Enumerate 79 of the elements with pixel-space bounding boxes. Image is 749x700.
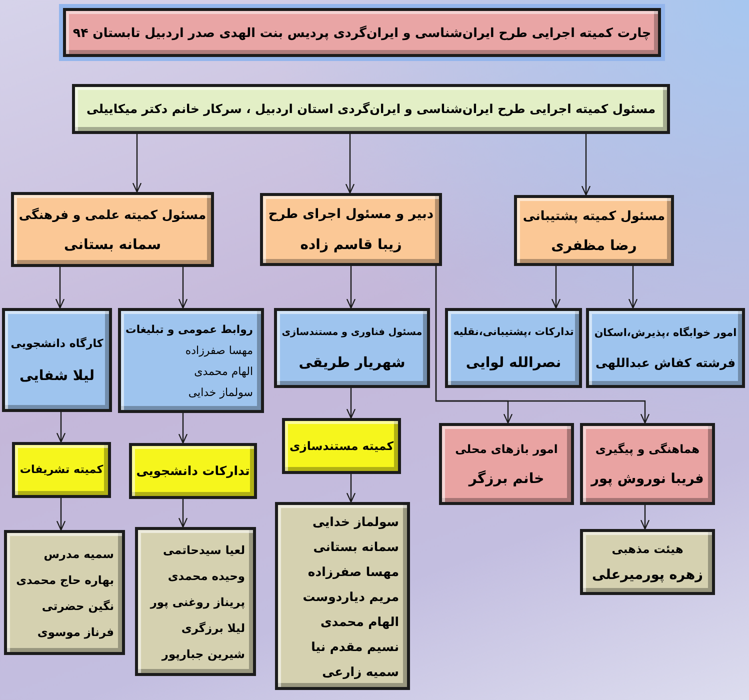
member-name: نگین حضرتی [42, 598, 114, 615]
arrow [435, 266, 650, 424]
title-banner: چارت کمیته اجرایی طرح ایران‌شناسی و ایران‌گردی پردیس بنت الهدی صدر اردبیل تابستان ۹۴ [59, 4, 665, 61]
arrow [178, 413, 188, 444]
org-box [260, 193, 442, 266]
arrow [640, 505, 650, 530]
person-name: فرشته کفاش عبداللهی [595, 355, 736, 372]
role-title: مسئول کمیته علمی و فرهنگی [18, 206, 206, 224]
member-name: الهام محمدی [320, 612, 399, 631]
person-name: شهریار طریقی [298, 354, 406, 373]
member-name: پریناز روغنی پور [150, 594, 245, 611]
org-box [135, 527, 256, 676]
arrow [581, 134, 591, 196]
role-title: هیئت مذهبی [612, 541, 684, 558]
person-name: زیبا قاسم زاده [300, 236, 402, 254]
arrow [56, 498, 66, 531]
person-name: رضا مظفری [551, 236, 637, 256]
arrow [345, 134, 355, 194]
role-title: دبیر و مسئول اجرای طرح [268, 206, 434, 224]
org-box [129, 443, 257, 499]
org-box [12, 442, 111, 498]
arrow [628, 266, 638, 309]
org-box [118, 308, 264, 413]
org-box [2, 308, 112, 412]
member-name: سمانه بستانی [313, 538, 399, 556]
role-title: کارگاه دانشجویی [10, 336, 104, 352]
member-name: وحیده محمدی [168, 568, 245, 585]
arrow [178, 499, 188, 528]
arrow [346, 388, 356, 419]
member-name: سولماز خدایی [312, 512, 399, 531]
role-title: تدارکات ،پشتیبانی،نقلیه [453, 326, 574, 340]
arrow [551, 266, 561, 309]
member-name: سمیه مدرس [44, 546, 114, 563]
org-box [445, 308, 582, 388]
org-box [586, 308, 745, 388]
person-name: لیلا شفایی [20, 367, 94, 386]
member-name: فرناز موسوی [37, 624, 114, 641]
member-name: شیرین جبارپور [162, 646, 245, 663]
role-title: مسئول فناوری و مستندسازی [282, 326, 422, 340]
member-name: مریم دیاردوست [302, 588, 399, 606]
member-name: نسیم مقدم نیا [311, 638, 399, 656]
role-title: مسئول کمیته پشتیبانی [522, 206, 666, 226]
member-name: مهسا صفرزاده [185, 342, 253, 359]
role-title: امور خوابگاه ،پذیرش،اسکان [594, 326, 737, 341]
role-title: هماهنگی و پیگیری [595, 441, 700, 458]
role-title: مسئول کمیته اجرایی طرح ایران‌شناسی و ایران‌گردی استان اردبیل ، سرکار خانم دکتر میکاییلی [86, 101, 656, 118]
person-name: نصرالله لوایی [466, 354, 562, 373]
person-name: فریبا نوروش پور [591, 470, 704, 489]
org-box [282, 418, 401, 474]
member-name: بهاره حاج محمدی [16, 572, 114, 589]
org-box [580, 423, 715, 505]
arrow [56, 412, 66, 443]
person-name: خانم برزگر [468, 469, 544, 489]
org-box [11, 192, 214, 267]
member-name: سولماز خدایی [188, 384, 253, 401]
org-box [275, 502, 410, 690]
role-title: امور بازهای محلی [455, 441, 558, 458]
arrow [55, 267, 65, 309]
org-box [580, 529, 715, 595]
member-name: لعیا سیدحاتمی [163, 542, 245, 558]
arrow [346, 474, 356, 503]
org-box [274, 308, 430, 388]
person-name: سمانه بستانی [64, 236, 161, 254]
person-name: زهره پورمیرعلی [592, 566, 703, 585]
org-box [72, 84, 670, 134]
arrow [178, 267, 188, 309]
arrow [346, 266, 356, 309]
committee-title: تدارکات دانشجویی [136, 462, 250, 480]
committee-title: کمیته مستندسازی [289, 438, 394, 455]
member-name: مهسا صفرزاده [308, 562, 399, 581]
committee-title: کمیته تشریفات [20, 462, 104, 478]
member-name: سمیه زارعی [322, 662, 399, 681]
arrow [132, 134, 142, 193]
org-box [439, 423, 574, 505]
org-box [4, 530, 125, 655]
member-name: الهام محمدی [194, 364, 253, 380]
role-title: روابط عمومی و تبلیغات [126, 322, 253, 338]
org-box [514, 195, 674, 266]
member-name: لیلا برزگری [181, 620, 245, 637]
